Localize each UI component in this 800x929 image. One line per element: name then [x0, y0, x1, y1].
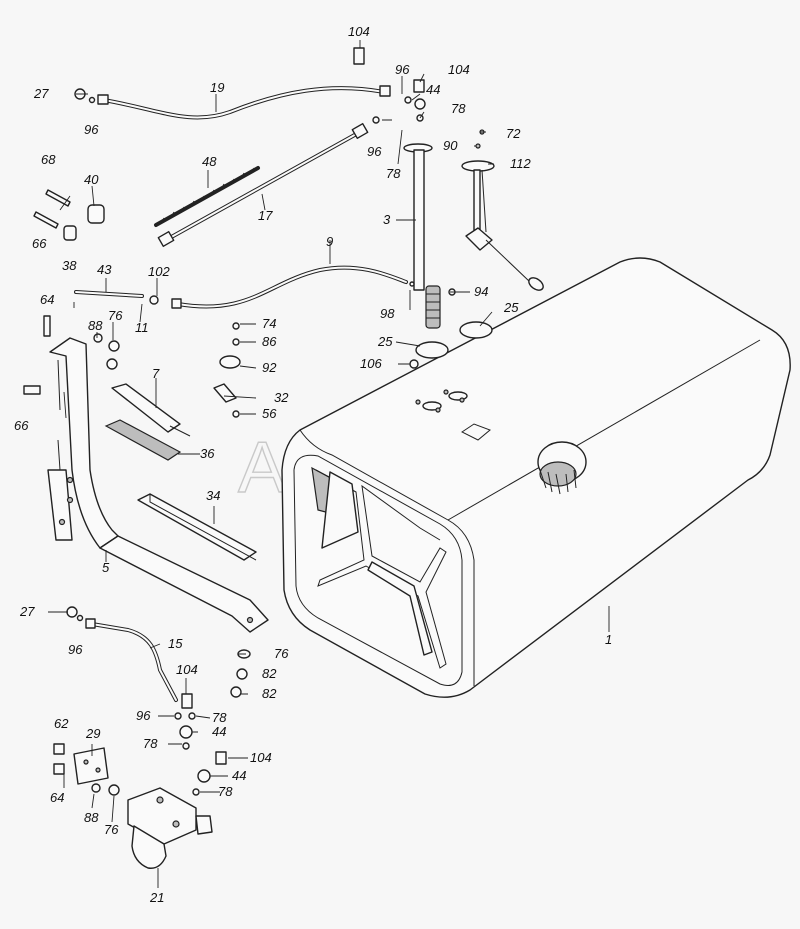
callout-label: 90: [443, 138, 458, 153]
callout-label: 36: [200, 446, 215, 461]
callout-label: 1: [605, 632, 612, 647]
callout-label: 96: [68, 642, 83, 657]
callout-label: 92: [262, 360, 277, 375]
callout-label: 72: [506, 126, 521, 141]
callout-label: 56: [262, 406, 277, 421]
callout-label: 66: [14, 418, 29, 433]
callout-label: 82: [262, 666, 277, 681]
callout-label: 106: [360, 356, 382, 371]
plate-29: [73, 747, 109, 785]
callout-label: 25: [377, 334, 393, 349]
fuel-level-sender-112: [461, 160, 544, 291]
callout-label: 78: [143, 736, 158, 751]
callout-label: 44: [212, 724, 226, 739]
callout-label: 44: [426, 82, 440, 97]
callout-label: 88: [84, 810, 99, 825]
callout-label: 104: [348, 24, 370, 39]
callout-label: 76: [108, 308, 123, 323]
callout-label: 86: [262, 334, 277, 349]
callout-label: 40: [84, 172, 99, 187]
strap-7: [111, 383, 191, 437]
pad-36: [104, 419, 182, 461]
callout-label: 43: [97, 262, 112, 277]
pipe-17: [157, 122, 369, 248]
fuel-filter-21: [127, 787, 213, 869]
pipe-19: [97, 85, 391, 120]
hose-48: [154, 166, 260, 227]
callout-label: 3: [383, 212, 391, 227]
callout-label: 34: [206, 488, 220, 503]
callout-label: 27: [19, 604, 35, 619]
callout-label: 27: [33, 86, 49, 101]
fuel-intake-3: [403, 143, 441, 329]
callout-label: 44: [232, 768, 246, 783]
callout-label: 66: [32, 236, 47, 251]
callout-label: 112: [510, 156, 531, 171]
leader-lines: [48, 40, 610, 888]
callout-label: 78: [212, 710, 227, 725]
callout-label: 96: [136, 708, 151, 723]
callout-label: 17: [258, 208, 273, 223]
callout-label: 38: [62, 258, 77, 273]
callout-label: 76: [274, 646, 289, 661]
callout-label: 64: [40, 292, 54, 307]
pipe-15: [85, 618, 178, 702]
callout-label: 29: [85, 726, 100, 741]
bracket-5: [47, 337, 269, 633]
callout-label: 7: [152, 366, 160, 381]
callout-label: 78: [218, 784, 233, 799]
callout-label: 78: [386, 166, 401, 181]
callout-label: 102: [148, 264, 170, 279]
callout-label: 88: [88, 318, 103, 333]
callout-label: 104: [250, 750, 272, 765]
callout-label: 68: [41, 152, 56, 167]
hardware-bolts: [23, 47, 425, 775]
callout-label: 21: [149, 890, 164, 905]
callout-label: 64: [50, 790, 64, 805]
callout-labels: 104 96 104 27 19 44 96 78 96 72 90 112 7…: [14, 24, 612, 905]
callout-label: 25: [503, 300, 519, 315]
callout-label: 11: [135, 320, 149, 335]
callout-label: 96: [367, 144, 382, 159]
callout-label: 96: [84, 122, 99, 137]
callout-label: 9: [326, 234, 333, 249]
callout-label: 82: [262, 686, 277, 701]
callout-label: 98: [380, 306, 395, 321]
callout-label: 104: [448, 62, 470, 77]
rod-43: [74, 290, 144, 298]
callout-label: 62: [54, 716, 69, 731]
callout-label: 74: [262, 316, 276, 331]
callout-label: 19: [210, 80, 224, 95]
fuel-tank: [281, 257, 791, 698]
rail-34: [137, 493, 257, 561]
pipe-9: [171, 265, 408, 309]
callout-label: 32: [274, 390, 289, 405]
callout-label: 15: [168, 636, 183, 651]
callout-label: 94: [474, 284, 488, 299]
callout-label: 78: [451, 101, 466, 116]
callout-label: 104: [176, 662, 198, 677]
callout-label: 5: [102, 560, 110, 575]
callout-label: 48: [202, 154, 217, 169]
callout-label: 76: [104, 822, 119, 837]
callout-label: 96: [395, 62, 410, 77]
